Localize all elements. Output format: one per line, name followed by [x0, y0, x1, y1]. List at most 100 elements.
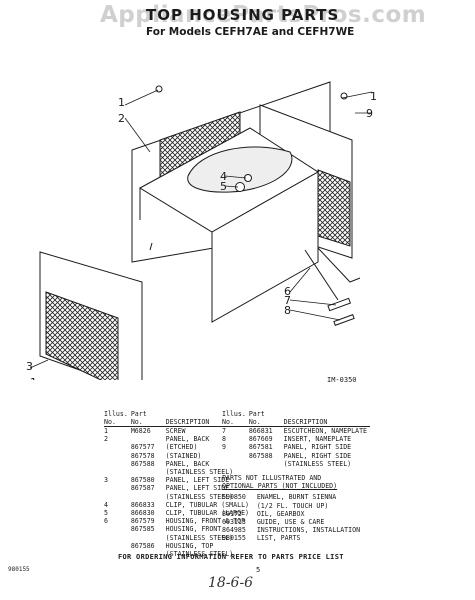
part-part: M6826 — [130, 427, 151, 435]
part-desc: HOUSING, FRONT — [165, 525, 222, 534]
col-desc-right: DESCRIPTION — [275, 418, 371, 427]
part-desc: CLIP, TUBULAR (SMALL) — [165, 500, 250, 509]
left-side-panel — [39, 251, 143, 380]
col-no2-right: No. — [248, 418, 276, 427]
part-desc: ENAMEL, BURNT SIENNA — [256, 493, 337, 502]
parts-row: 9 867581 PANEL, RIGHT SIDE — [222, 443, 370, 451]
exploded-view-diagram: 1 2 9 1 4 5 6 7 8 3 1 — [26, 81, 377, 380]
nameplate-parts — [304, 247, 361, 326]
part-part: 867579 — [130, 517, 155, 526]
part-part: 866833 — [130, 500, 155, 509]
figure-code: IM-0350 — [327, 376, 357, 384]
parts-row: 867588 PANEL, BACK — [104, 460, 252, 468]
part-part: 867669 — [248, 435, 273, 444]
part-part — [131, 534, 158, 542]
part-illus: 5 — [104, 509, 108, 518]
part-desc: (STAINLESS STEEL) — [165, 492, 234, 501]
part-illus: 3 — [104, 476, 108, 485]
parts-row: 867588 PANEL, RIGHT SIDE — [222, 452, 370, 460]
parts-row: (STAINLESS STEEL) — [104, 534, 252, 542]
part-illus — [104, 443, 131, 451]
callout-8: 8 — [284, 304, 291, 317]
part-part: 867586 — [130, 541, 155, 550]
part-desc: PANEL, RIGHT SIDE — [283, 451, 352, 460]
part-part — [131, 435, 158, 443]
parts-row: 5 866830 CLIP, TUBULAR (LARGE) — [104, 509, 252, 517]
part-desc: (1/2 FL. TOUCH UP) — [256, 501, 329, 510]
callout-9: 9 — [366, 107, 373, 120]
parts-row: 2 PANEL, BACK — [104, 435, 252, 443]
part-part — [131, 493, 158, 501]
part-illus: 4 — [104, 500, 108, 509]
not-illustrated-note-2: OPTIONAL PARTS (NOT INCLUDED) — [222, 482, 338, 491]
part-illus — [104, 452, 131, 460]
part-desc: HOUSING, FRONT & TOP — [165, 517, 246, 526]
part-part: 866830 — [130, 509, 155, 518]
parts-row: 590850 ENAMEL, BURNT SIENNA — [222, 493, 363, 501]
part-desc: PANEL, LEFT SIDE — [165, 484, 230, 493]
part-part: 867588 — [248, 451, 273, 460]
col-part: Part — [130, 410, 147, 418]
part-desc: CLIP, TUBULAR (LARGE) — [165, 509, 250, 518]
part-desc: (STAINLESS STEEL) — [165, 468, 234, 477]
page-title: TOP HOUSING PARTS — [146, 6, 340, 24]
part-part: 603113 — [222, 518, 246, 527]
part-illus: 8 — [222, 435, 226, 444]
part-part: 867581 — [248, 443, 273, 452]
part-desc: SCREW — [165, 427, 186, 435]
part-illus: 9 — [222, 443, 226, 452]
part-part: 864985 — [222, 526, 246, 535]
parts-row: 8 867669 INSERT, NAMEPLATE — [222, 435, 370, 443]
part-illus — [104, 542, 131, 550]
part-desc: (STAINED) — [165, 451, 202, 460]
parts-row: 867585 HOUSING, FRONT — [104, 525, 252, 533]
part-illus — [104, 484, 131, 492]
part-part: 867587 — [130, 484, 155, 493]
part-desc: ESCUTCHEON, NAMEPLATE — [283, 427, 368, 435]
parts-row: (1/2 FL. TOUCH UP) — [222, 502, 363, 510]
part-desc: OIL, GEARBOX — [256, 509, 305, 518]
part-part — [131, 468, 158, 476]
parts-row: 867586 HOUSING, TOP — [104, 542, 252, 550]
callout-1-left: 1 — [30, 376, 37, 380]
parts-row: 603113 GUIDE, USE & CARE — [222, 518, 363, 526]
callout-7: 7 — [284, 294, 291, 307]
parts-row: (STAINLESS STEEL) — [104, 493, 252, 501]
part-part: 590850 — [222, 493, 246, 502]
part-illus — [222, 452, 249, 460]
part-desc: INSTRUCTIONS, INSTALLATION — [256, 526, 361, 535]
parts-row: 4 866833 CLIP, TUBULAR (SMALL) — [104, 501, 252, 509]
part-illus — [104, 493, 131, 501]
callout-4: 4 — [220, 170, 227, 183]
part-desc: GUIDE, USE & CARE — [256, 518, 325, 527]
part-illus — [104, 468, 131, 476]
part-desc: INSERT, NAMEPLATE — [283, 435, 352, 444]
part-desc: HOUSING, TOP — [165, 541, 214, 550]
part-desc: LIST, PARTS — [256, 534, 301, 543]
parts-row: 89172 OIL, GEARBOX — [222, 510, 363, 518]
callout-3: 3 — [26, 360, 33, 373]
part-desc: PANEL, BACK — [165, 459, 210, 468]
part-part: 866831 — [248, 427, 273, 435]
part-desc: PANEL, BACK — [165, 435, 210, 444]
part-illus — [104, 460, 131, 468]
parts-row: 867578(STAINED) — [104, 452, 252, 460]
col-illus-right: Illus. — [222, 410, 246, 418]
callout-5: 5 — [220, 180, 227, 193]
part-part: 867585 — [130, 525, 155, 534]
part-desc: (STAINLESS STEEL) — [165, 550, 234, 559]
page-subtitle: For Models CEFH7AE and CEFH7WE — [146, 26, 355, 38]
parts-row: 864985 INSTRUCTIONS, INSTALLATION — [222, 526, 363, 534]
part-illus: 1 — [104, 427, 108, 435]
watermark: AppliancePartsPros.com — [100, 2, 427, 28]
part-desc: PANEL, RIGHT SIDE — [283, 443, 352, 452]
part-part: 89172 — [222, 509, 242, 518]
part-part: 867588 — [130, 459, 155, 468]
part-illus: 7 — [222, 427, 226, 435]
col-no1-right: No. — [222, 418, 249, 427]
part-illus: 2 — [104, 435, 108, 444]
